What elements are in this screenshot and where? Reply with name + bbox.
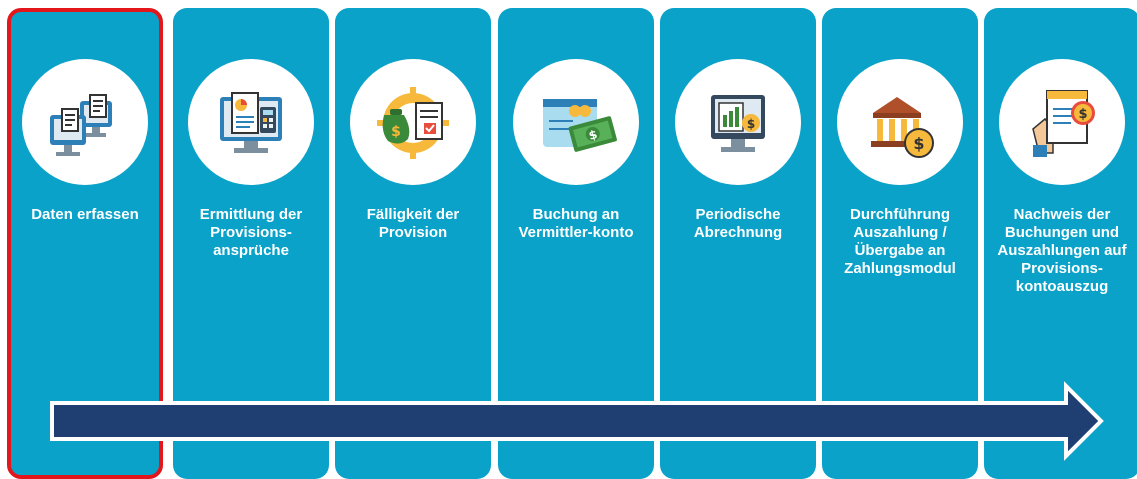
svg-text:$: $ <box>391 124 401 140</box>
bank-card-cash-icon: $ <box>543 99 617 152</box>
step-label: Ermittlung der Provisions-ansprüche <box>199 206 303 259</box>
step-label: Nachweis der Buchungen und Auszahlungen … <box>997 206 1127 295</box>
step-icon-circle: $ <box>513 59 639 185</box>
step-periodische-abrechnung[interactable]: $ Periodische Abrechnung <box>660 8 816 479</box>
step-icon-circle: $ <box>675 59 801 185</box>
step-label: Buchung an Vermittler-konto <box>518 206 634 241</box>
bank-coin-icon: $ <box>871 97 934 158</box>
svg-text:$: $ <box>913 134 924 153</box>
svg-text:$: $ <box>587 127 599 143</box>
step-durchfuehrung[interactable]: $ Durchführung Auszahlung / Übergabe an … <box>822 8 978 479</box>
step-label: Fälligkeit der Provision <box>366 206 460 241</box>
step-label: Durchführung Auszahlung / Übergabe an Za… <box>844 206 956 277</box>
step-label: Daten erfassen <box>31 206 139 223</box>
step-icon-circle: $ <box>837 59 963 185</box>
step-icon-circle <box>22 59 148 185</box>
step-buchung[interactable]: $ Buchung an Vermittler-konto <box>498 8 654 479</box>
step-faelligkeit[interactable]: $ Fälligkeit der Provision <box>335 8 491 479</box>
step-icon-circle <box>188 59 314 185</box>
step-label: Periodische Abrechnung <box>693 206 783 241</box>
svg-text:$: $ <box>747 117 755 131</box>
step-nachweis[interactable]: $ Nachweis der Buchungen und Auszahlunge… <box>984 8 1137 479</box>
step-icon-circle: $ <box>350 59 476 185</box>
computers-documents-icon <box>50 94 112 156</box>
money-bag-gear-checklist-icon: $ <box>377 87 449 159</box>
step-ermittlung[interactable]: Ermittlung der Provisions-ansprüche <box>173 8 329 479</box>
svg-text:$: $ <box>1078 107 1087 122</box>
step-daten-erfassen[interactable]: Daten erfassen <box>7 8 163 479</box>
report-calculator-monitor-icon <box>220 92 282 153</box>
monitor-chart-invoice-icon: $ <box>711 95 765 152</box>
step-icon-circle: $ <box>999 59 1125 185</box>
hand-document-coin-icon: $ <box>1032 90 1095 157</box>
